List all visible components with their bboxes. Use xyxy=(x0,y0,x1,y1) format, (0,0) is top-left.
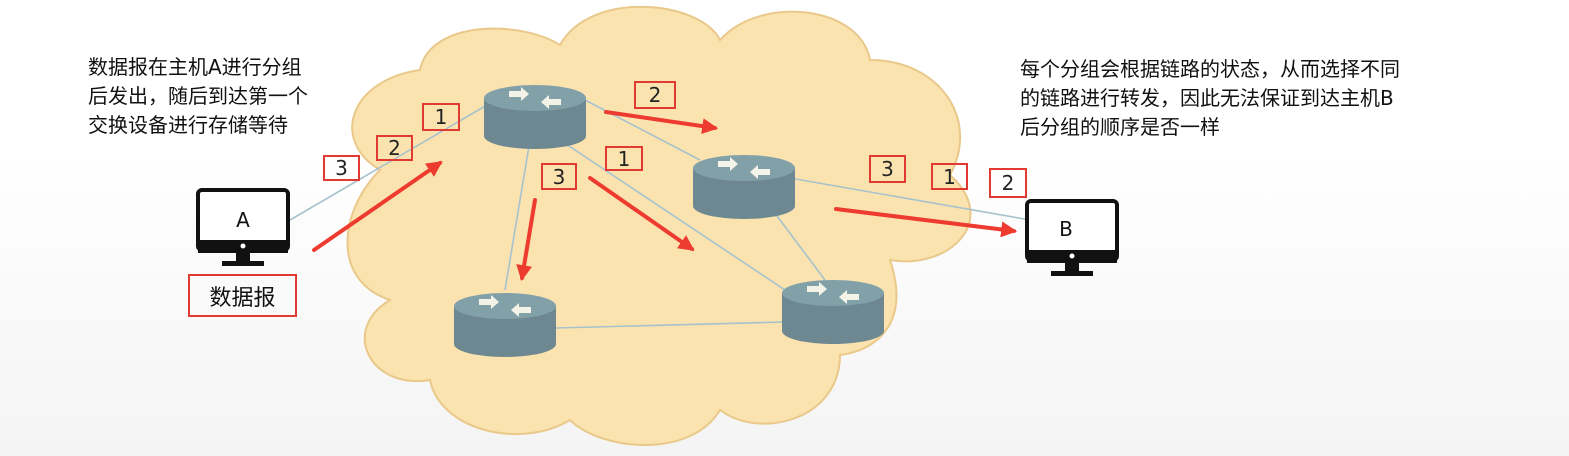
router-icon xyxy=(693,155,795,219)
datagram-label: 数据报 xyxy=(188,274,297,317)
monitor-icon xyxy=(196,188,290,266)
monitor-icon xyxy=(1025,199,1119,276)
router-icon xyxy=(484,85,586,149)
link-r1-r4 xyxy=(559,139,801,301)
router-icon xyxy=(782,280,884,344)
packet-label: 1 xyxy=(605,146,643,171)
packet-label: 3 xyxy=(869,155,906,183)
link-a-r1 xyxy=(289,104,488,221)
host-a-label: A xyxy=(236,208,250,232)
host-b-label: B xyxy=(1059,217,1073,241)
packet-label: 3 xyxy=(541,163,577,190)
arrow-r1-to-r3 xyxy=(516,198,537,282)
note-right: 每个分组会根据链路的状态，从而选择不同 的链路进行转发，因此无法保证到达主机B … xyxy=(1020,55,1400,142)
arrow-r1-to-r4 xyxy=(588,176,695,251)
link-r2-b xyxy=(789,177,1031,221)
arrow-a-to-r1 xyxy=(312,161,443,252)
note-right-line: 后分组的顺序是否一样 xyxy=(1020,115,1220,139)
router-icon xyxy=(454,293,556,357)
red-arrows xyxy=(312,110,1018,282)
packet-label: 3 xyxy=(323,155,360,181)
note-left-line: 后发出，随后到达第一个 xyxy=(88,84,308,108)
packet-label: 2 xyxy=(989,168,1027,198)
packet-label: 1 xyxy=(931,163,968,190)
packet-label: 1 xyxy=(422,103,460,131)
note-right-line: 的链路进行转发，因此无法保证到达主机B xyxy=(1020,86,1394,110)
note-right-line: 每个分组会根据链路的状态，从而选择不同 xyxy=(1020,57,1400,81)
note-left-line: 交换设备进行存储等待 xyxy=(88,113,288,137)
links xyxy=(289,99,1031,329)
packet-label: 2 xyxy=(634,81,676,109)
link-r1-r2 xyxy=(584,99,701,161)
note-left-line: 数据报在主机A进行分组 xyxy=(88,55,302,79)
link-r3-r4 xyxy=(554,321,786,329)
arrow-r2-to-b xyxy=(834,207,1018,238)
arrow-r1-to-r2 xyxy=(604,110,719,135)
packet-label: 2 xyxy=(376,135,413,161)
link-r1-r3 xyxy=(504,139,531,291)
note-left: 数据报在主机A进行分组 后发出，随后到达第一个 交换设备进行存储等待 xyxy=(88,53,308,140)
